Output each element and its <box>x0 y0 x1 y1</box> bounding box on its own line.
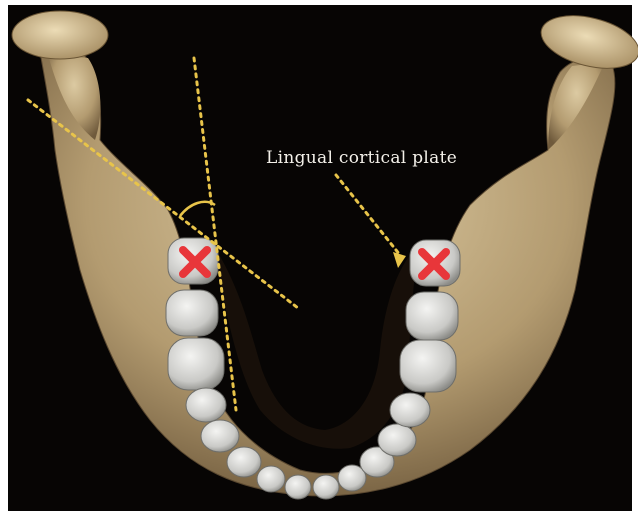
lingual-cortical-plate-label: Lingual cortical plate <box>266 148 457 168</box>
left-second-premolar <box>186 388 226 422</box>
right-second-molar <box>406 292 458 340</box>
right-second-premolar <box>390 393 430 427</box>
right-central-incisor <box>313 475 339 499</box>
left-lateral-incisor <box>257 466 285 492</box>
left-canine <box>227 447 261 477</box>
left-first-molar <box>168 338 224 390</box>
left-second-molar <box>166 290 218 336</box>
right-first-molar <box>400 340 456 392</box>
right-first-premolar <box>378 424 416 456</box>
left-first-premolar <box>201 420 239 452</box>
left-central-incisor <box>285 475 311 499</box>
